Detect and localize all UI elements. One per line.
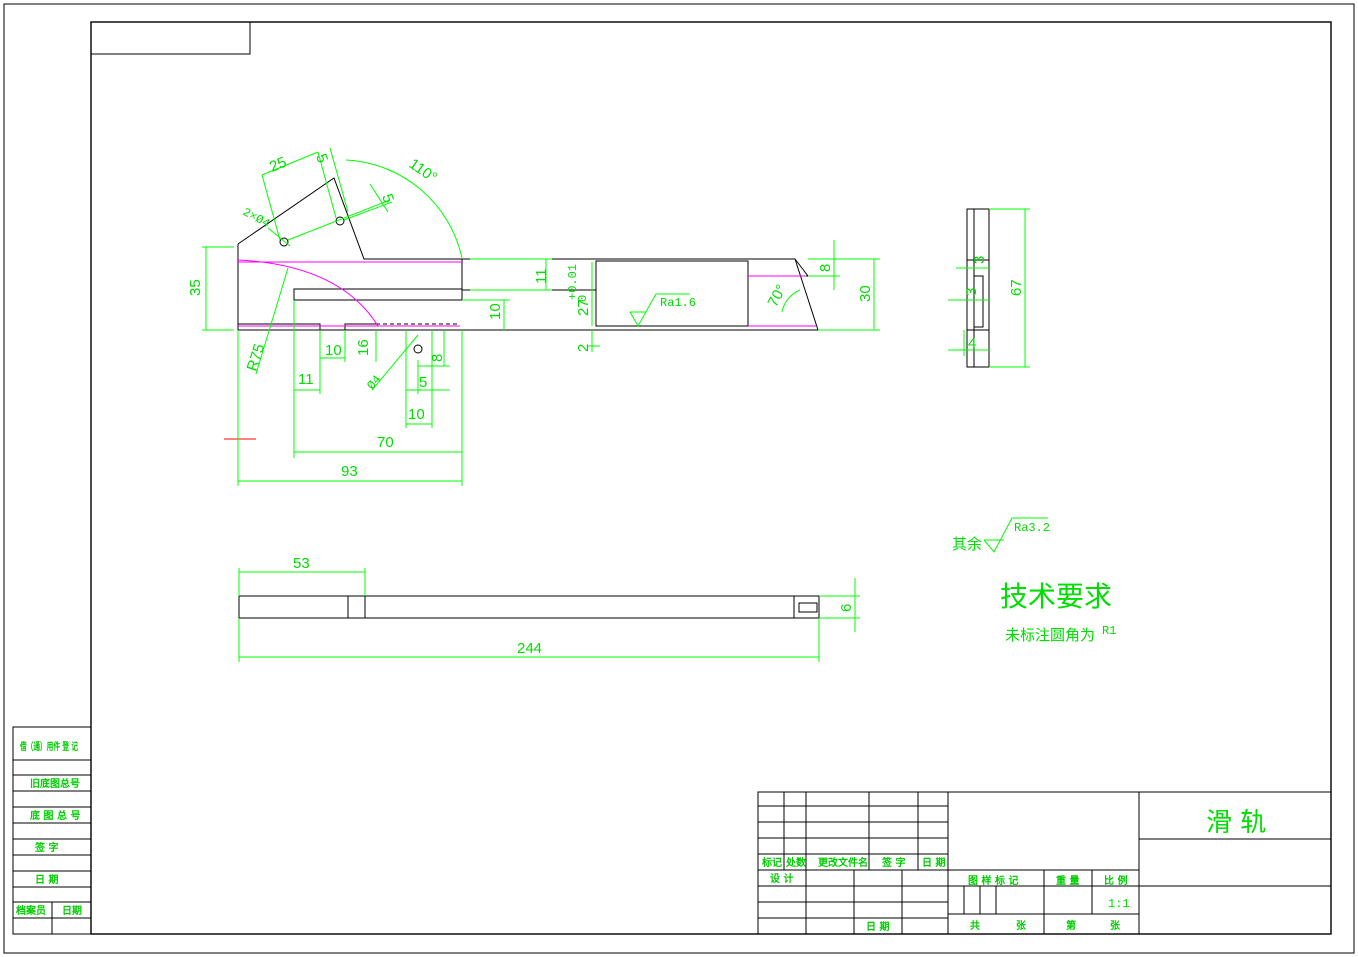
- archivist-label: 档案员: [15, 904, 46, 917]
- dim-2: 2: [575, 344, 592, 352]
- dim-2xd4: 2×Ø4: [240, 205, 272, 231]
- tb-count: 处数: [785, 856, 807, 869]
- main-outline: [237, 177, 819, 331]
- side-view: 3 3 4 67: [948, 208, 1030, 368]
- dim-side-3a: 3: [971, 256, 988, 264]
- dim-70: 70: [377, 434, 394, 451]
- tb-scale-value: 1:1: [1108, 897, 1130, 911]
- dim-8b: 8: [429, 354, 446, 362]
- hole-a: [279, 237, 289, 247]
- dim-67: 67: [1008, 279, 1025, 296]
- recess: [595, 260, 749, 327]
- tech-req-note: 未标注圆角为: [1005, 626, 1095, 644]
- dim-11a: 11: [533, 268, 550, 284]
- tb-sheets: 张: [1016, 919, 1027, 932]
- dim-25: 25: [267, 154, 289, 176]
- tb-change-doc: 更改文件名: [818, 856, 868, 869]
- slot: [293, 288, 463, 301]
- tb-weight: 重 量: [1056, 874, 1079, 887]
- hole-c: [413, 344, 423, 354]
- bottom-outline: [238, 595, 820, 619]
- tb-total: 共: [970, 919, 980, 932]
- tb-scale: 比 例: [1104, 874, 1127, 887]
- dim-11b: 11: [298, 371, 314, 388]
- tb-sign-date: 日 期: [866, 920, 889, 933]
- dim-5c: 5: [419, 374, 427, 391]
- dim-244: 244: [517, 640, 542, 657]
- tech-req-fillet: R1: [1102, 624, 1116, 638]
- dim-93: 93: [341, 463, 358, 480]
- borrow-record: 借（通）用件 登 记: [19, 740, 78, 753]
- dim-53: 53: [293, 555, 310, 572]
- main-view-dimensions: 25 5 110° 5 2×Ø4 35 R75 11 27 +0.01 0 10…: [187, 152, 874, 480]
- roughness-ra16: Ra1.6: [660, 296, 696, 310]
- tol-upper: +0.01: [566, 264, 580, 300]
- dim-r75: R75: [244, 342, 269, 373]
- dim-d4: Ø4: [364, 373, 384, 393]
- title-block: 滑 轨 标记 处数 更改文件名 签 字 日 期 设 计 日 期 图 样 标 记 …: [757, 791, 1332, 935]
- tb-mark: 标记: [761, 856, 782, 869]
- signature-label: 签 字: [34, 841, 58, 854]
- tech-req-title: 技术要求: [1000, 580, 1112, 613]
- dim-10a: 10: [487, 303, 504, 320]
- dim-30: 30: [857, 285, 874, 302]
- dim-side-3b: 3: [963, 288, 980, 296]
- outer-border: [3, 3, 1355, 954]
- old-drawing-no: 旧底图总号: [30, 777, 80, 790]
- dim-70deg: 70°: [765, 282, 791, 310]
- tb-date: 日 期: [922, 856, 945, 869]
- dim-10b: 10: [325, 342, 342, 359]
- r75-centerline: [237, 259, 379, 327]
- tb-design: 设 计: [770, 872, 793, 885]
- tb-page-sheets: 张: [1110, 919, 1121, 932]
- bottom-view: 53 244 6: [238, 555, 860, 662]
- dim-27: 27: [575, 299, 592, 316]
- tb-stage-mark: 图 样 标 记: [968, 874, 1018, 887]
- dim-35: 35: [187, 279, 204, 296]
- drawing-title: 滑 轨: [1206, 808, 1266, 838]
- main-view: [202, 147, 880, 486]
- roughness-rest-label: 其余: [952, 535, 982, 553]
- inner-border: [90, 21, 1332, 935]
- dim-8a: 8: [817, 264, 834, 272]
- drawing-no: 底 图 总 号: [30, 809, 80, 822]
- dim-10c: 10: [408, 406, 425, 423]
- dim-side-4: 4: [968, 335, 976, 352]
- date-label: 日 期: [35, 873, 58, 886]
- top-left-box: [90, 21, 251, 55]
- left-side-block: 借（通）用件 登 记 旧底图总号 底 图 总 号 签 字 日 期 档案员 日期: [12, 726, 92, 935]
- archive-date-label: 日期: [62, 904, 82, 917]
- dim-16: 16: [355, 339, 372, 356]
- tb-page: 第: [1066, 919, 1076, 932]
- tb-sign: 签 字: [881, 856, 905, 869]
- roughness-ra32: Ra3.2: [1014, 521, 1050, 535]
- dim-6: 6: [838, 604, 855, 612]
- tol-lower: 0: [576, 295, 590, 302]
- tech-requirements: 其余 Ra3.2 技术要求 未标注圆角为 R1: [952, 517, 1116, 644]
